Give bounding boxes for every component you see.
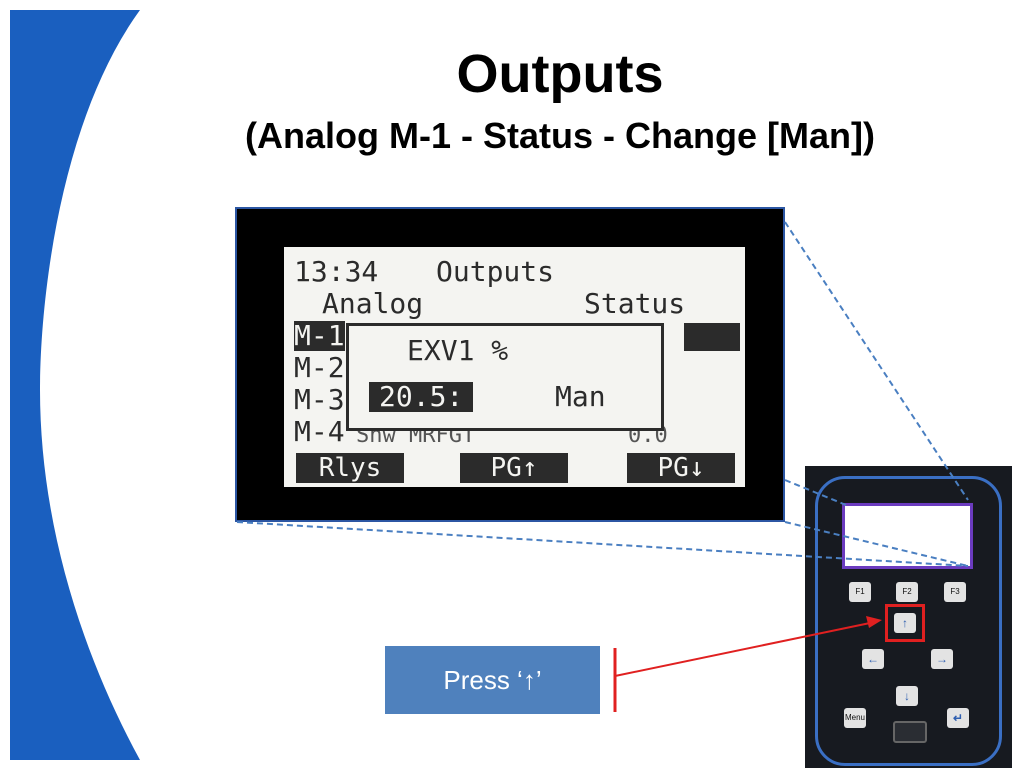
lcd-row-m1[interactable]: M-1 (294, 319, 345, 352)
lcd-column-analog: Analog (322, 287, 424, 320)
slide-title: Outputs (456, 44, 664, 104)
lcd-row-m4[interactable]: M-4 (294, 415, 345, 448)
key-down[interactable]: ↓ (896, 686, 918, 706)
lcd-row-m2[interactable]: M-2 (294, 351, 345, 384)
softkey-page-up[interactable]: PG↑ (460, 453, 568, 483)
softkey-page-down[interactable]: PG↓ (627, 453, 735, 483)
key-up[interactable]: ↑ (894, 613, 916, 633)
key-right[interactable]: → (931, 649, 953, 669)
key-left[interactable]: ← (862, 649, 884, 669)
device-screen (842, 503, 973, 569)
key-enter[interactable]: ↵ (947, 708, 969, 728)
serial-connector (893, 721, 927, 743)
arrow-up-icon: ↑ (902, 616, 908, 630)
lcd-row-m3[interactable]: M-3 (294, 383, 345, 416)
key-menu[interactable]: Menu (844, 708, 866, 728)
key-f1[interactable]: F1 (849, 582, 871, 602)
popup-mode: Man (555, 380, 606, 413)
value-edit-popup: EXV1 % 20.5: Man (346, 323, 664, 431)
lcd-column-status: Status (584, 287, 686, 320)
arrow-left-icon: ← (867, 652, 879, 666)
lcd-screen-title: Outputs (436, 255, 555, 288)
popup-label: EXV1 % (407, 334, 509, 367)
lcd-status-highlight (684, 323, 740, 351)
keypad-device: F1 F2 F3 ↑ ← → ↓ Menu ↵ (805, 466, 1012, 768)
left-swoosh-decoration (10, 10, 140, 760)
enter-icon: ↵ (952, 711, 964, 725)
arrow-right-icon: → (936, 652, 948, 666)
slide-subtitle: (Analog M-1 - Status - Change [Man]) (245, 115, 875, 156)
lcd-display: 13:34 Outputs Analog Status M-1 M-2 M-3 … (284, 247, 745, 487)
key-f3[interactable]: F3 (944, 582, 966, 602)
lcd-time: 13:34 (294, 255, 379, 288)
arrow-down-icon: ↓ (904, 689, 910, 703)
key-f2[interactable]: F2 (896, 582, 918, 602)
softkey-relays[interactable]: Rlys (296, 453, 404, 483)
up-key-highlight (885, 604, 925, 642)
press-up-callout: Press ‘↑’ (385, 646, 600, 714)
popup-value-field[interactable]: 20.5: (369, 382, 474, 412)
lcd-zoom-panel: 13:34 Outputs Analog Status M-1 M-2 M-3 … (235, 207, 785, 522)
